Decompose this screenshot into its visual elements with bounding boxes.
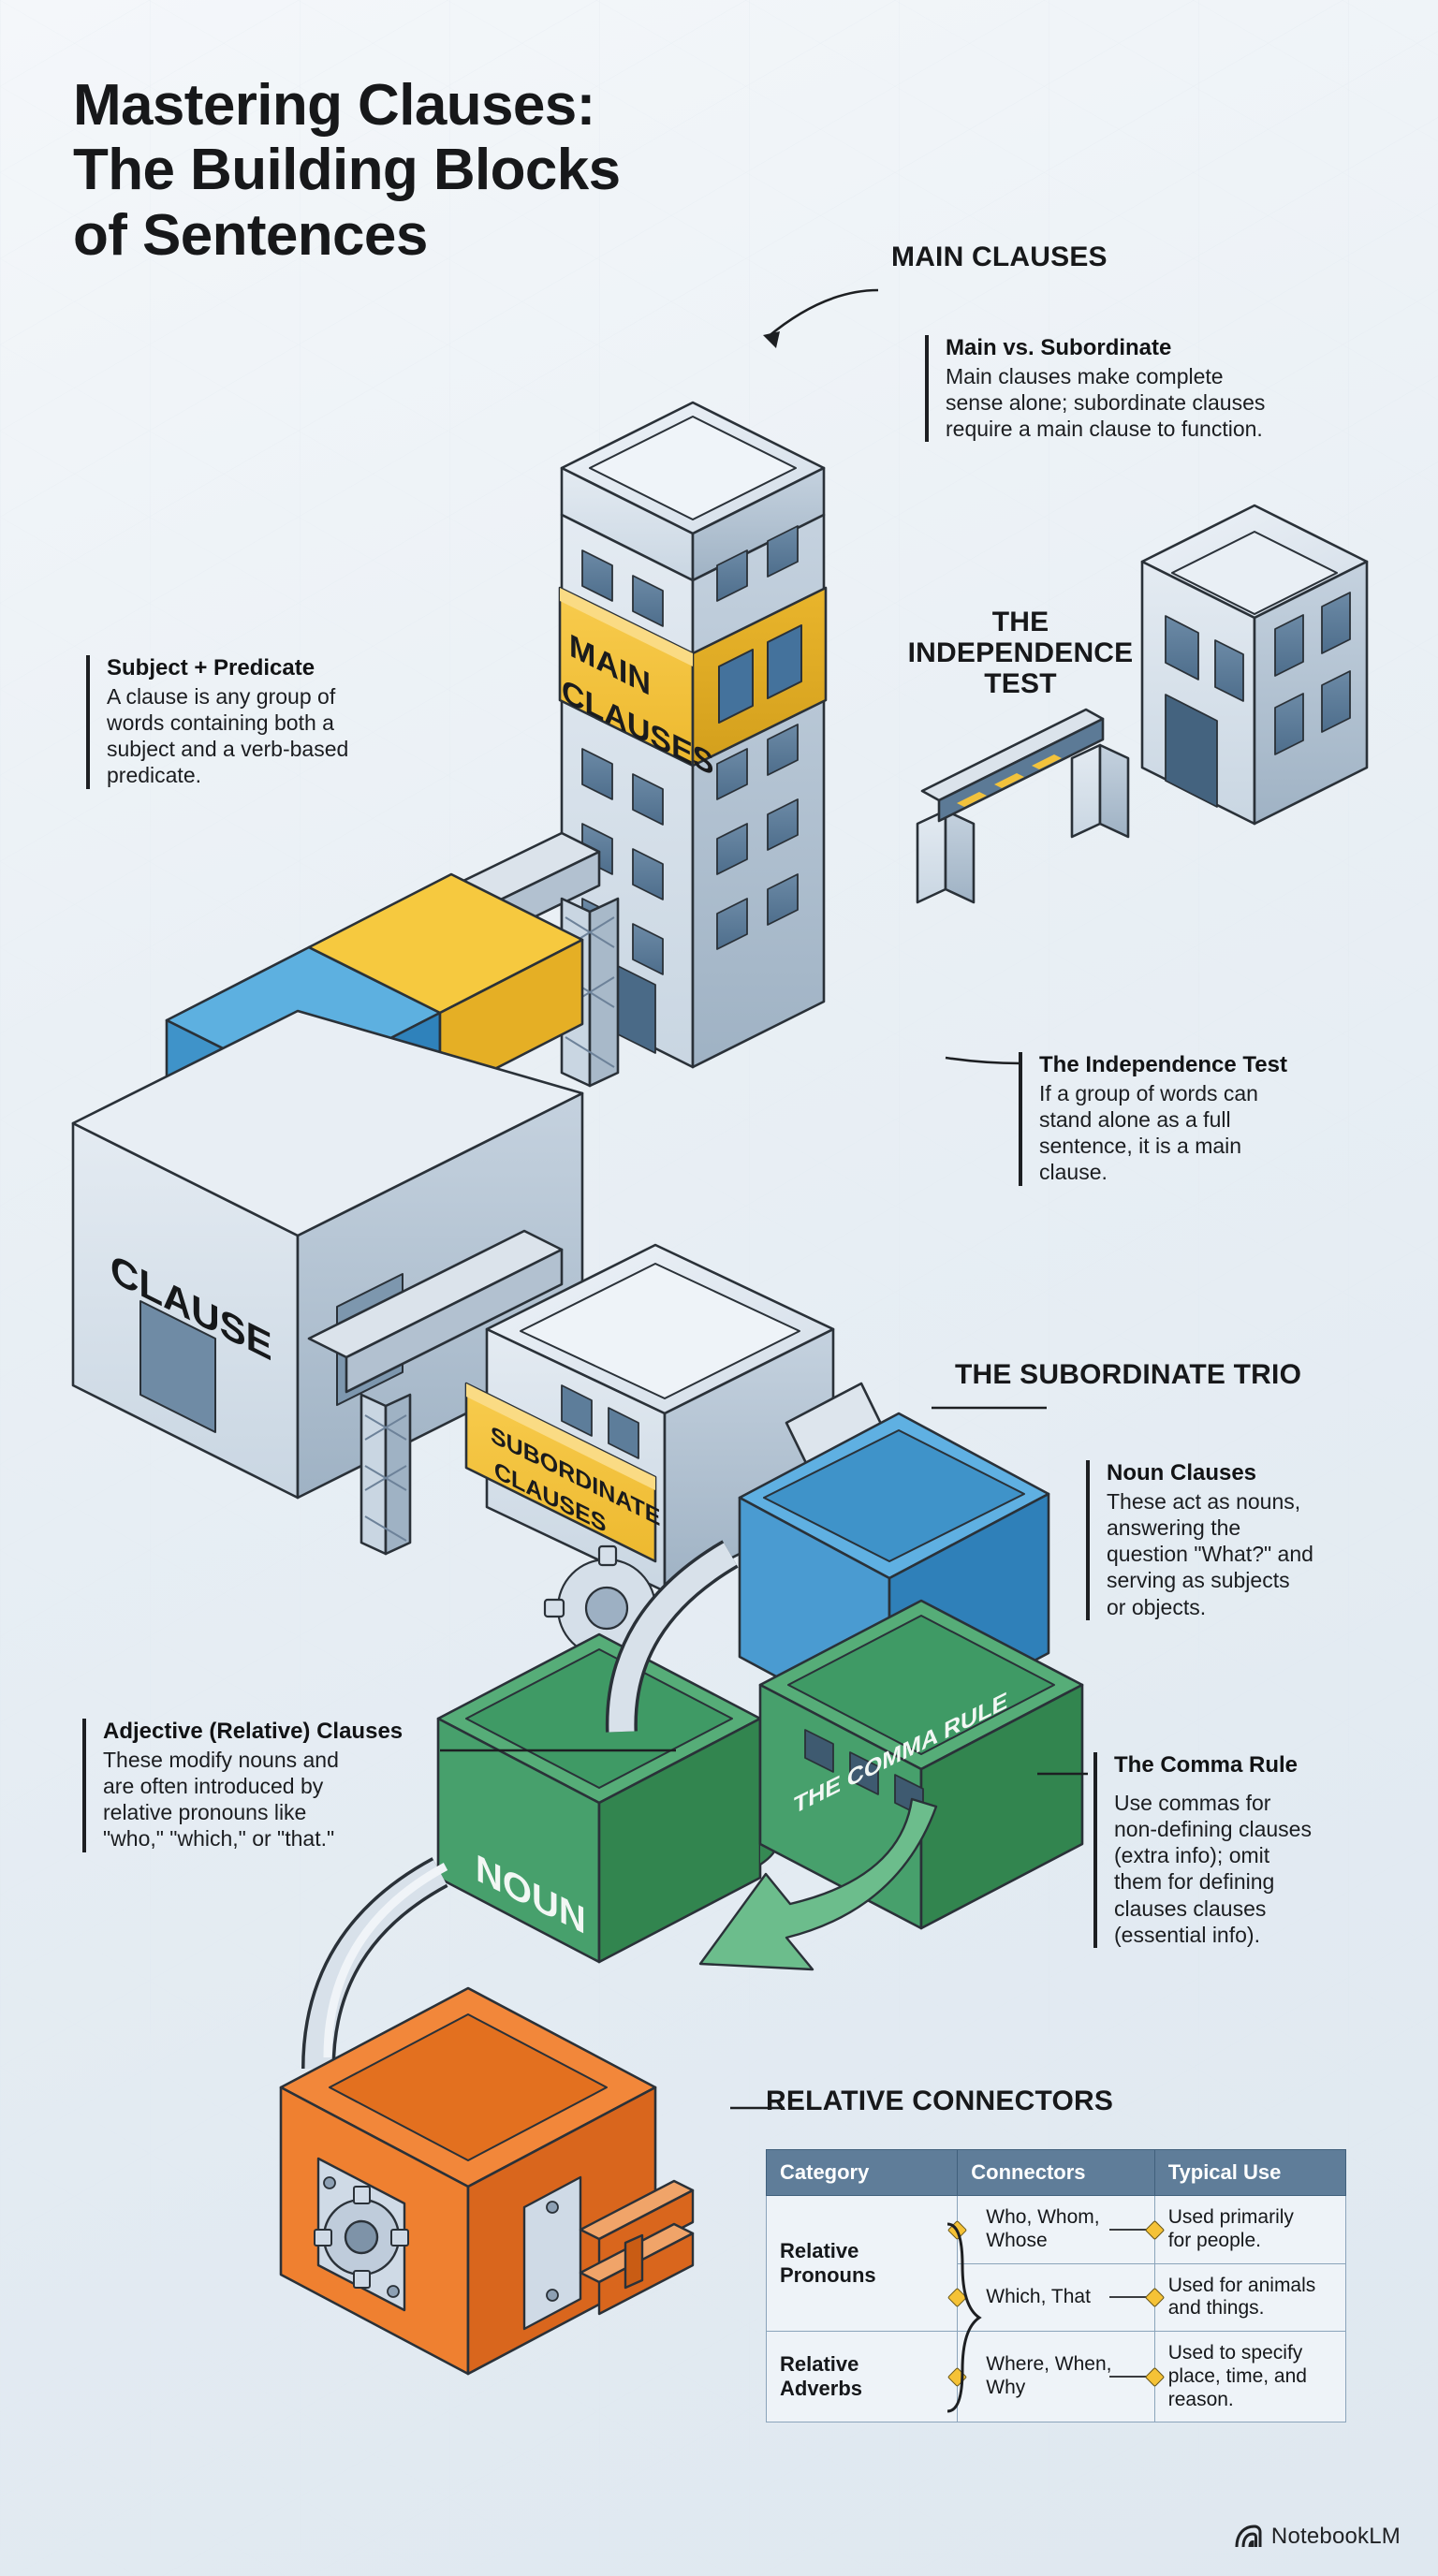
note-title: Noun Clauses: [1107, 1460, 1257, 1486]
note-title: Adjective (Relative) Clauses: [103, 1719, 404, 1744]
note-comma-rule: The Comma Rule Use commas for non-defini…: [1093, 1752, 1374, 1948]
clause-warehouse: [71, 872, 584, 1500]
skybridge-lower: [307, 1229, 564, 1556]
cell-typical-use-text: Used for animals and things.: [1167, 2274, 1316, 2320]
orange-machine: [279, 1986, 695, 2376]
note-body: Main clauses make complete sense alone; …: [946, 364, 1266, 442]
note-body: A clause is any group of words containin…: [107, 684, 349, 788]
cell-typical-use: Used to specify place, time, and reason.: [1144, 2331, 1347, 2423]
note-independence-test: The Independence Test If a group of word…: [1019, 1052, 1356, 1186]
notebooklm-logo-icon: [1235, 2525, 1262, 2548]
note-body: These modify nouns and are often introdu…: [103, 1748, 339, 1852]
clause-block-text: CLAUSE: [110, 1246, 272, 1369]
cell-connectors-text: Which, That: [986, 2285, 1091, 2307]
svg-text:CLAUSES: CLAUSES: [562, 671, 713, 783]
connector-link-line: [1108, 2296, 1162, 2299]
table-row: Relative Adverbs Where, When, Why Used t…: [765, 2331, 1347, 2423]
machine-gear-icon: [314, 2157, 409, 2312]
cell-connectors-text: Where, When, Why: [986, 2353, 1112, 2399]
heading-independence-test: THE INDEPENDENCE TEST: [907, 607, 1134, 699]
cell-typical-use: Used primarily for people.: [1144, 2195, 1347, 2264]
cell-connectors: Which, That: [947, 2262, 1165, 2333]
note-title: The Comma Rule: [1114, 1752, 1299, 1778]
small-office-building: [1140, 504, 1369, 826]
note-title: Subject + Predicate: [107, 655, 315, 681]
comma-rule-block-text: THE COMMA RULE: [794, 1687, 1007, 1820]
leader-main-clauses: [767, 288, 879, 338]
relative-connectors-table: Category Connectors Typical Use Relative…: [765, 2149, 1347, 2423]
cell-typical-use-text: Used primarily for people.: [1167, 2206, 1294, 2251]
main-clauses-tower: [558, 401, 828, 1069]
subordinate-clauses-factory: [464, 1243, 901, 1672]
cell-connectors: Who, Whom, Whose: [947, 2195, 1165, 2264]
table-row: Relative Pronouns Who, Whom, Whose Used …: [765, 2194, 1347, 2333]
connector-link-line: [1108, 2376, 1162, 2378]
note-subject-predicate: Subject + Predicate A clause is any grou…: [86, 655, 404, 789]
svg-text:CLAUSES: CLAUSES: [494, 1456, 606, 1538]
category-brace-icon: [946, 2222, 982, 2413]
table-header-typical-use: Typical Use: [1153, 2149, 1347, 2196]
comma-rule-green-block: [698, 1599, 1084, 1971]
noun-green-block: [436, 1632, 781, 1964]
subordinate-sign-text: SUBORDINATE: [491, 1420, 660, 1531]
table-header-category: Category: [765, 2149, 959, 2196]
cell-connectors: Where, When, Why: [947, 2331, 1165, 2423]
table-row: Which, That Used for animals and things.: [767, 2262, 1347, 2333]
noun-block-text: NOUN: [476, 1846, 586, 1942]
main-clauses-sign-text: MAIN: [569, 626, 651, 703]
note-main-vs-subordinate: Main vs. Subordinate Main clauses make c…: [925, 335, 1346, 443]
page-title: Mastering Clauses: The Building Blocks o…: [73, 73, 621, 268]
note-body: Use commas for non-defining clauses (ext…: [1114, 1791, 1312, 1947]
note-title: Main vs. Subordinate: [946, 335, 1172, 360]
note-noun-clauses: Noun Clauses These act as nouns, answeri…: [1086, 1460, 1367, 1620]
cell-category: Relative Adverbs: [765, 2331, 959, 2423]
footer-brand: NotebookLM: [1234, 2524, 1401, 2550]
note-adjective-clauses: Adjective (Relative) Clauses These modif…: [82, 1719, 476, 1852]
heading-main-clauses: MAIN CLAUSES: [891, 242, 1108, 272]
note-body: These act as nouns, answering the questi…: [1107, 1489, 1313, 1619]
table-header-row: Category Connectors Typical Use: [765, 2149, 1347, 2196]
cell-typical-use-text: Used to specify place, time, and reason.: [1167, 2342, 1307, 2410]
connector-link-line: [1108, 2228, 1162, 2231]
cell-typical-use: Used for animals and things.: [1144, 2262, 1347, 2333]
blue-hopper: [738, 1412, 1050, 1739]
brand-label: NotebookLM: [1270, 2524, 1401, 2549]
cell-category: Relative Pronouns: [765, 2194, 959, 2333]
leader-independence: [945, 1056, 1021, 1065]
cell-connectors-text: Who, Whom, Whose: [986, 2206, 1100, 2251]
independence-test-barrier: [916, 708, 1130, 904]
factory-gear-icon: [543, 1544, 670, 1672]
note-body: If a group of words can stand alone as a…: [1039, 1081, 1258, 1185]
table-header-connectors: Connectors: [957, 2149, 1155, 2196]
heading-relative-connectors: RELATIVE CONNECTORS: [766, 2086, 1114, 2116]
heading-subordinate-trio: THE SUBORDINATE TRIO: [955, 1359, 1302, 1390]
skybridge-upper: [232, 831, 620, 1219]
note-title: The Independence Test: [1039, 1052, 1287, 1077]
